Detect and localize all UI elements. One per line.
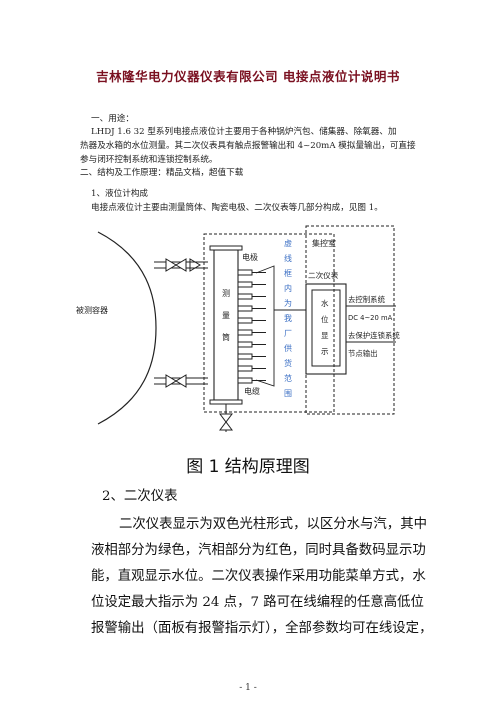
measuring-tube xyxy=(213,249,239,401)
electrode xyxy=(237,281,253,288)
supply-scope-note-char: 内 xyxy=(284,283,292,293)
drain-valve xyxy=(219,413,233,431)
display-char-1: 水 xyxy=(321,298,329,308)
section-2-heading: 2、二次仪表 xyxy=(102,489,178,504)
electrode xyxy=(237,365,253,372)
supply-scope-note-char: 范 xyxy=(284,373,292,383)
cable-bundle xyxy=(255,265,275,387)
output-control-label: 去控制系统 xyxy=(348,295,386,304)
supply-scope-note-char: 为 xyxy=(284,298,292,308)
supply-scope-note-char: 供 xyxy=(284,343,292,353)
secondary-instrument-box xyxy=(305,283,347,375)
electrode xyxy=(237,293,253,300)
supply-scope-note-char: 虚 xyxy=(284,238,292,248)
supply-scope-note-char: 货 xyxy=(284,358,292,368)
supply-scope-note-char: 线 xyxy=(284,253,292,263)
composition-text: 电接点液位计主要由测量筒体、陶瓷电极、二次仪表等几部分构成，见图 1。 xyxy=(91,203,383,213)
electrode xyxy=(237,269,253,276)
page-number: - 1 - xyxy=(239,683,257,693)
output-interlock-label: 去保护连锁系统 xyxy=(348,331,400,340)
electrode xyxy=(237,305,253,312)
supply-scope-note-char: 框 xyxy=(284,268,292,278)
display-char-3: 显 xyxy=(321,331,329,340)
electrode xyxy=(237,353,253,360)
tube-char-1: 测 xyxy=(222,289,230,298)
electrode xyxy=(237,329,253,336)
water-level-display xyxy=(311,289,341,367)
supply-scope-note-char: 厂 xyxy=(284,329,292,338)
upper-valve-2 xyxy=(189,258,201,272)
supply-scope-dashed-frame xyxy=(203,233,335,413)
section-2-line-1: 二次仪表显示为双色光柱形式，以区分水与汽，其中 xyxy=(119,517,427,532)
subheading-composition: 1、液位计构成 xyxy=(91,189,149,199)
electrode-array xyxy=(237,269,266,384)
electrode xyxy=(237,377,253,384)
cable-label: 电缆 xyxy=(244,386,260,396)
electrode xyxy=(237,341,253,348)
section-2-line-4: 位设定最大指示为 24 点，7 路可在线编程的任意高低位 xyxy=(91,595,424,610)
section-heading-structure: 二、结构及工作原理：精品文档，超值下载 xyxy=(80,168,244,178)
figure-caption: 图 1 结构原理图 xyxy=(186,457,310,477)
display-char-4: 示 xyxy=(321,347,329,356)
secondary-instrument-label: 二次仪表 xyxy=(308,270,339,280)
display-char-2: 位 xyxy=(321,314,329,324)
document-title: 吉林隆华电力仪器仪表有限公司 电接点液位计说明书 xyxy=(96,69,400,84)
section-2-line-3: 能，直观显示水位。二次仪表操作采用功能菜单方式，水 xyxy=(91,569,426,584)
section-2-line-5: 报警输出（面板有报警指示灯），全部参数均可在线设定， xyxy=(91,621,433,636)
upper-valve-1 xyxy=(165,258,187,272)
vessel-label: 被测容器 xyxy=(76,305,108,315)
usage-line-3: 参与闭环控制系统和连锁控制系统。 xyxy=(80,155,218,165)
tube-char-3: 筒 xyxy=(222,332,230,342)
tube-char-2: 量 xyxy=(222,311,230,320)
section-2-line-2: 液相部分为绿色，汽相部分为红色，同时具备数码显示功 xyxy=(91,543,426,558)
supply-scope-note-char: 我 xyxy=(284,313,292,323)
control-room-label: 集控室 xyxy=(312,238,336,248)
vessel-outline xyxy=(97,231,157,425)
electrode xyxy=(237,317,253,324)
supply-scope-note-char: 围 xyxy=(284,389,292,398)
usage-line-1: LHDJ 1.6 32 型系列电接点液位计主要用于各种锅炉汽包、储集器、除氧器、… xyxy=(91,127,397,137)
usage-line-2: 热器及水箱的水位测量。其二次仪表具有触点报警输出和 4~20mA 模拟量输出，可… xyxy=(80,141,416,151)
output-dc-label: DC 4~20 mA xyxy=(348,314,393,322)
lower-valve xyxy=(165,374,187,388)
output-node-label: 节点输出 xyxy=(348,349,378,358)
section-heading-usage: 一、用途： xyxy=(91,114,134,124)
electrode-label: 电极 xyxy=(242,252,258,262)
